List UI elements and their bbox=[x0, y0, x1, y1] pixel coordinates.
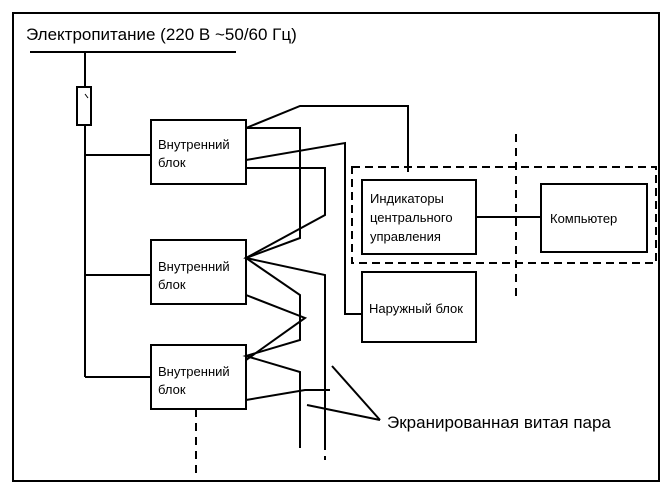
indoor-unit-2-label: Внутренний bbox=[158, 259, 230, 274]
indoor-unit-1-label: Внутренний bbox=[158, 137, 230, 152]
power-supply-label: Электропитание (220 В ~50/60 Гц) bbox=[26, 25, 297, 44]
twisted-pair-label: Экранированная витая пара bbox=[387, 413, 611, 432]
indoor-unit-3-label-2: блок bbox=[158, 382, 186, 397]
central-indicators-label-3: управления bbox=[370, 229, 441, 244]
dashed-continuations bbox=[195, 400, 326, 478]
wire-to-outdoor-unit bbox=[245, 141, 362, 315]
outer-frame bbox=[12, 12, 660, 482]
indoor-unit-2: Внутренний блок bbox=[150, 239, 247, 305]
fuse-icon bbox=[76, 86, 92, 126]
wire-chain-a bbox=[242, 127, 301, 448]
central-indicators-box: Индикаторы центрального управления bbox=[361, 179, 477, 255]
signal-wiring bbox=[242, 105, 409, 448]
indoor-unit-1-label-2: блок bbox=[158, 155, 186, 170]
central-indicators-label-2: центрального bbox=[370, 210, 453, 225]
computer-label: Компьютер bbox=[550, 211, 617, 226]
wire-chain-b bbox=[243, 167, 326, 448]
outdoor-unit-box: Наружный блок bbox=[361, 271, 477, 343]
wire-tail bbox=[245, 389, 330, 401]
indoor-unit-3: Внутренний блок bbox=[150, 344, 247, 410]
indoor-unit-2-label-2: блок bbox=[158, 277, 186, 292]
indoor-unit-1: Внутренний блок bbox=[150, 119, 247, 185]
computer-box: Компьютер bbox=[540, 183, 648, 253]
outdoor-unit-label: Наружный блок bbox=[369, 301, 463, 316]
wire-twist-lower bbox=[245, 294, 308, 361]
central-control-group bbox=[351, 166, 657, 264]
central-indicators-label: Индикаторы bbox=[370, 191, 444, 206]
twisted-pair-pointers bbox=[306, 365, 381, 421]
wire-to-central-indicators bbox=[245, 105, 409, 172]
indoor-unit-3-label: Внутренний bbox=[158, 364, 230, 379]
fuse-mark bbox=[84, 93, 89, 99]
